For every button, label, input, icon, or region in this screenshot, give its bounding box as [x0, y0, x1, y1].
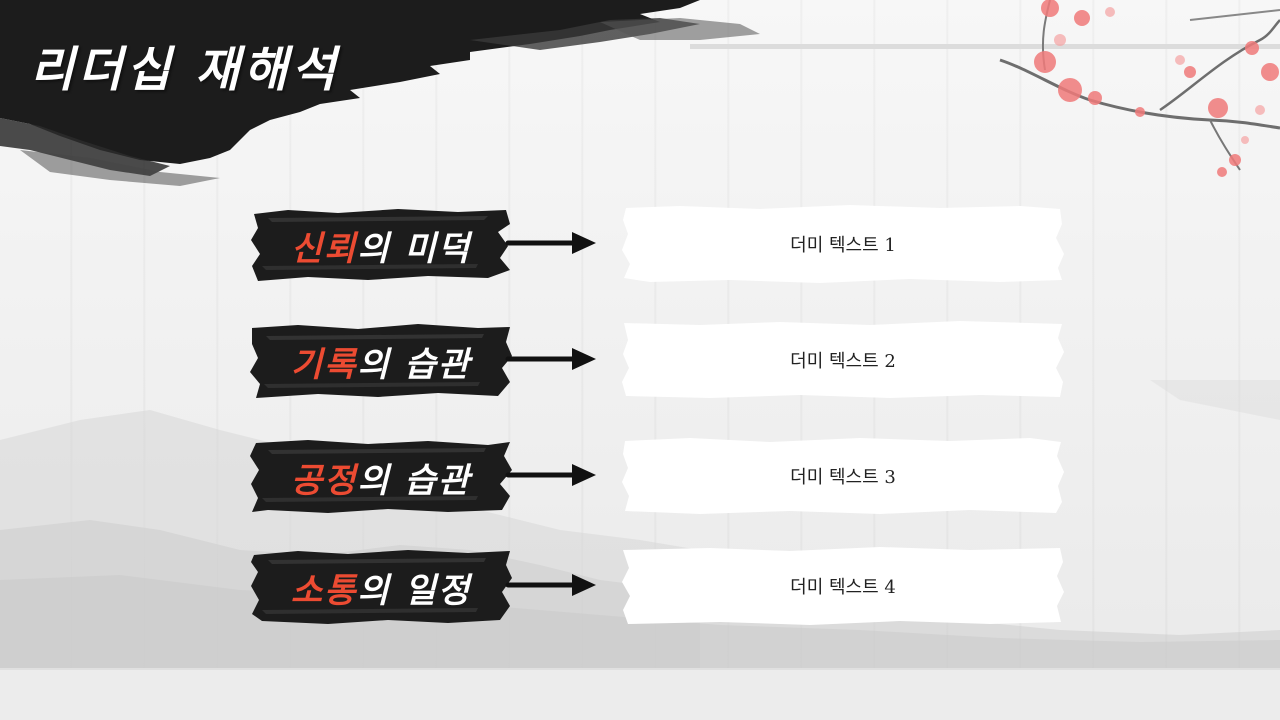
item-description: 더미 텍스트 1 — [790, 235, 896, 256]
cherry-blossom-branch — [999, 0, 1280, 177]
label-rest: 의 습관 — [357, 344, 472, 385]
ink-brush-stroke — [248, 206, 514, 284]
bottom-band — [0, 668, 1280, 720]
arrow-right-icon — [505, 574, 596, 596]
ink-brush-stroke — [248, 548, 514, 626]
item-description: 더미 텍스트 2 — [790, 351, 896, 372]
description-card: 더미 텍스트 1 — [620, 204, 1066, 284]
description-card: 더미 텍스트 2 — [620, 320, 1066, 400]
label-rest: 의 습관 — [357, 460, 472, 501]
label-accent: 신뢰 — [290, 228, 358, 269]
label-rest: 의 미덕 — [357, 228, 472, 269]
label-accent: 소통 — [290, 570, 358, 611]
description-card: 더미 텍스트 3 — [620, 436, 1066, 516]
slide-title: 리더십 재해석 — [30, 42, 340, 98]
arrow-right-icon — [505, 464, 596, 486]
description-card: 더미 텍스트 4 — [620, 546, 1066, 626]
top-rule — [690, 44, 1280, 49]
ink-brush-stroke — [248, 438, 514, 516]
item-description: 더미 텍스트 3 — [790, 467, 896, 488]
arrow-right-icon — [505, 348, 596, 370]
item-description: 더미 텍스트 4 — [790, 577, 896, 598]
arrow-right-icon — [505, 232, 596, 254]
label-accent: 기록 — [290, 344, 358, 385]
label-rest: 의 일정 — [357, 570, 472, 611]
label-accent: 공정 — [290, 460, 358, 501]
ink-brush-stroke — [0, 0, 760, 186]
ink-brush-stroke — [248, 322, 514, 400]
ink-mountains — [0, 380, 1280, 680]
